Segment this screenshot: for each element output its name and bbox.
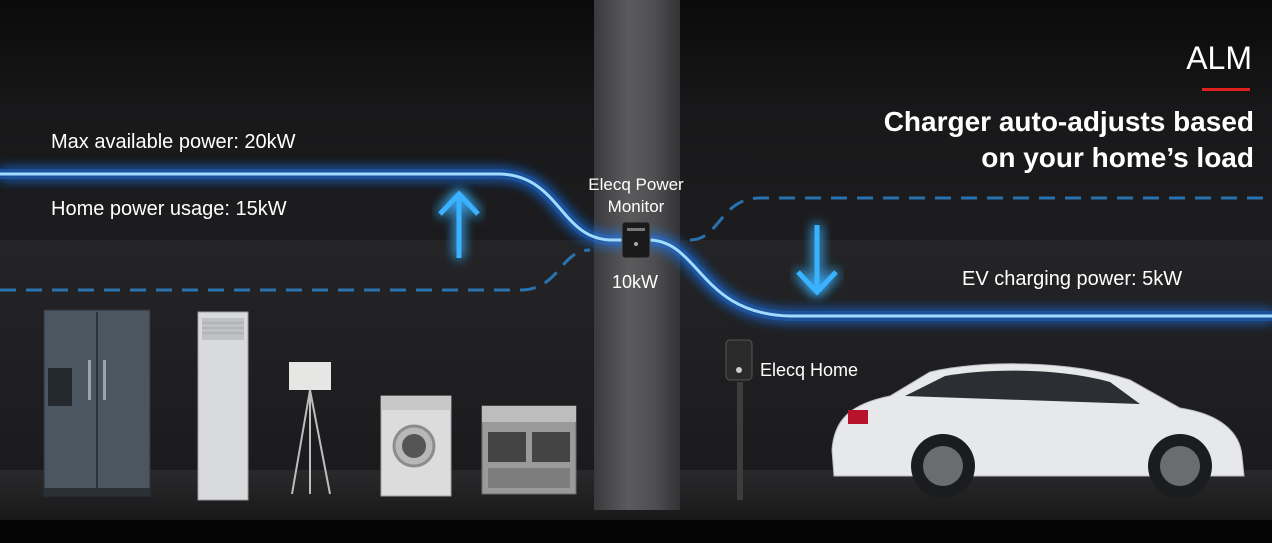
monitor-value: 10kW <box>612 272 659 292</box>
headline-line-2: on your home’s load <box>981 142 1254 173</box>
ev-charger-image <box>725 339 753 500</box>
headline: Charger auto-adjusts based on your home’… <box>794 104 1254 176</box>
car-image <box>831 363 1245 498</box>
air-conditioner-image <box>197 311 249 501</box>
charger-name-label: Elecq Home <box>760 360 859 380</box>
kitchen-range-image <box>481 405 577 495</box>
washing-machine-image <box>380 395 452 497</box>
alm-underline <box>1202 88 1250 91</box>
max-power-label: Max available power: 20kW <box>51 131 296 153</box>
power-monitor-label: Elecq Power Monitor <box>576 174 696 218</box>
power-monitor-device <box>621 221 651 259</box>
arrow-down-icon <box>796 225 838 296</box>
floor-lamp-image <box>289 362 331 495</box>
power-monitor-label-line-1: Elecq Power <box>588 175 684 194</box>
home-usage-dashed-line <box>0 248 591 292</box>
headline-line-1: Charger auto-adjusts based <box>883 106 1254 137</box>
floor-edge <box>0 520 1272 543</box>
ev-dashed-line <box>689 196 1272 242</box>
alm-title: ALM <box>1186 40 1252 76</box>
home-usage-label: Home power usage: 15kW <box>51 198 287 220</box>
power-monitor-label-line-2: Monitor <box>607 197 665 216</box>
refrigerator-image <box>43 309 151 497</box>
ev-power-label: EV charging power: 5kW <box>962 268 1183 290</box>
arrow-up-icon <box>438 190 480 258</box>
